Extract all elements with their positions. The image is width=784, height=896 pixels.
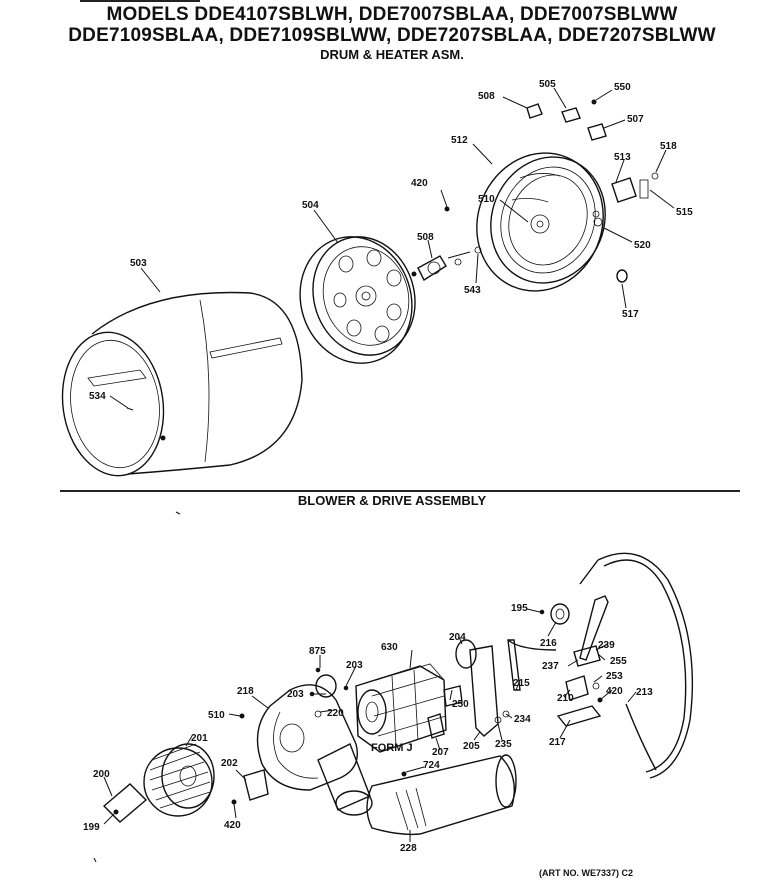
- callout-515: 515: [676, 207, 693, 218]
- section-divider: [60, 490, 740, 492]
- callout-875: 875: [309, 646, 326, 657]
- screw-420-lower: [231, 799, 237, 805]
- art-number: (ART NO. WE7337) C2: [539, 868, 634, 878]
- section-title-drum: DRUM & HEATER ASM.: [320, 47, 464, 62]
- blower-wheel-201: [143, 743, 215, 817]
- bar-215-arm: [507, 639, 557, 651]
- screw-420: [444, 206, 450, 212]
- callout-204: 204: [449, 632, 466, 643]
- top-rule: [80, 0, 200, 2]
- callout-510b: 510: [208, 710, 225, 721]
- duct-228: [366, 754, 517, 836]
- callout-255: 255: [610, 656, 627, 667]
- belt-213: [579, 552, 694, 779]
- callout-518: 518: [660, 141, 677, 152]
- callout-420c: 420: [224, 820, 241, 831]
- section-title-blower: BLOWER & DRIVE ASSEMBLY: [297, 493, 487, 508]
- idler-216: [539, 595, 609, 661]
- callout-508b: 508: [417, 232, 434, 243]
- callout-534: 534: [89, 391, 106, 402]
- callout-517: 517: [622, 309, 639, 320]
- callout-203b: 203: [287, 689, 304, 700]
- callouts-top: 503 504 420 512 508 505 550 507 513 518 …: [89, 79, 693, 402]
- callout-217: 217: [549, 737, 566, 748]
- bracket-202: [243, 769, 269, 801]
- washer-234: [502, 710, 510, 718]
- callout-520: 520: [634, 240, 651, 251]
- callout-724: 724: [423, 760, 440, 771]
- screw-510: [239, 713, 245, 719]
- motor-630: [355, 663, 463, 753]
- stray-mark-2: [175, 511, 181, 515]
- callout-207: 207: [432, 747, 449, 758]
- stray-mark: [93, 857, 97, 863]
- bearing-508: [411, 251, 471, 282]
- callout-215: 215: [513, 678, 530, 689]
- callout-253: 253: [606, 671, 623, 682]
- bar-215: [507, 639, 521, 691]
- callout-205: 205: [463, 741, 480, 752]
- pulley-204: [455, 639, 477, 669]
- callout-513: 513: [614, 152, 631, 163]
- callout-235: 235: [495, 739, 512, 750]
- callout-195: 195: [511, 603, 528, 614]
- callout-550: 550: [614, 82, 631, 93]
- callout-505: 505: [539, 79, 556, 90]
- leader-lines-top: [109, 87, 675, 409]
- callout-420b: 420: [606, 686, 623, 697]
- callout-216: 216: [540, 638, 557, 649]
- callout-210: 210: [557, 693, 574, 704]
- callout-228: 228: [400, 843, 417, 854]
- callout-630: 630: [381, 642, 398, 653]
- models-title-line-2: DDE7109SBLAA, DDE7109SBLWW, DDE7207SBLAA…: [68, 25, 716, 46]
- thermostat-parts: [526, 99, 659, 283]
- callout-202: 202: [221, 758, 238, 769]
- drum-back-504: [299, 236, 416, 364]
- bracket-200: [102, 783, 148, 823]
- callout-512: 512: [451, 135, 468, 146]
- drum-503: [61, 291, 303, 477]
- callout-213: 213: [636, 687, 653, 698]
- heater-housing-512: [476, 152, 606, 292]
- callout-239: 239: [598, 640, 615, 651]
- callout-420: 420: [411, 178, 428, 189]
- switch-207: [427, 713, 445, 739]
- callout-220: 220: [327, 708, 344, 719]
- callout-203a: 203: [346, 660, 363, 671]
- callout-250: 250: [452, 699, 469, 710]
- callout-510: 510: [478, 194, 495, 205]
- callout-218: 218: [237, 686, 254, 697]
- callout-543: 543: [464, 285, 481, 296]
- callout-237: 237: [542, 661, 559, 672]
- callout-234: 234: [514, 714, 531, 725]
- models-title-line-1: MODELS DDE4107SBLWH, DDE7007SBLAA, DDE70…: [106, 4, 678, 25]
- callout-508: 508: [478, 91, 495, 102]
- callout-504: 504: [302, 200, 319, 211]
- callout-503: 503: [130, 258, 147, 269]
- callout-200: 200: [93, 769, 110, 780]
- mount-205: [469, 645, 499, 737]
- callout-507: 507: [627, 114, 644, 125]
- screw-199: [113, 809, 119, 815]
- washer-235: [494, 716, 502, 724]
- blower-housing-218: [256, 684, 373, 816]
- leader-lines-bottom: [103, 608, 637, 842]
- callout-201: 201: [191, 733, 208, 744]
- callout-199: 199: [83, 822, 100, 833]
- callouts-bottom: 195 216 239 204 875 203 630 237 255 215 …: [83, 603, 653, 854]
- form-j-label: FORM J: [371, 742, 413, 754]
